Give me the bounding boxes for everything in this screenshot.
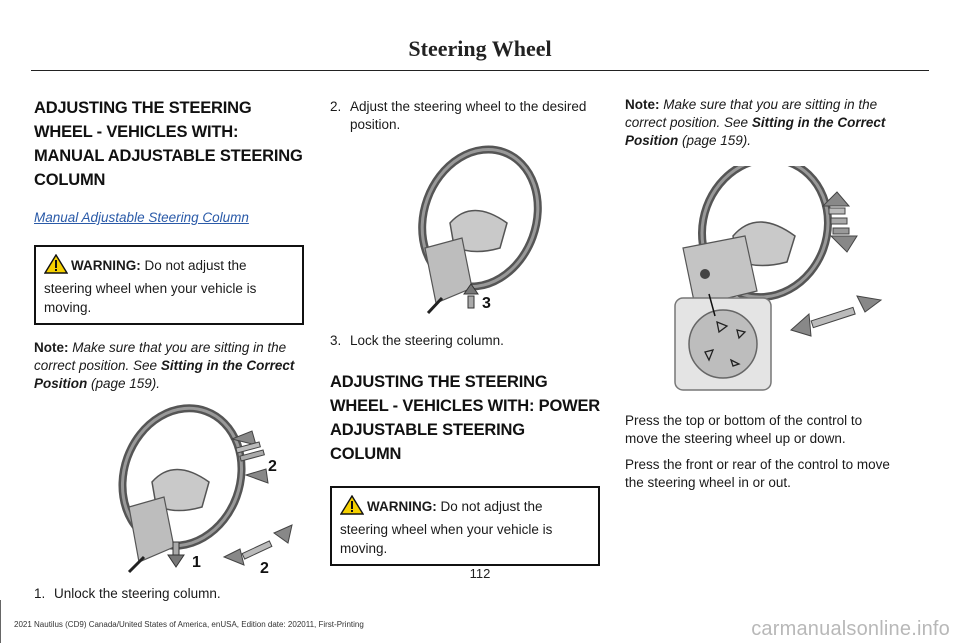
warning-box: WARNING: Do not adjust the steering whee… [34, 245, 304, 325]
warning-icon [339, 494, 365, 520]
up-down-arrow [821, 191, 858, 253]
column-1: ADJUSTING THE STEERING WHEEL - VEHICLES … [34, 96, 304, 603]
column-3: Note: Make sure that you are sitting in … [625, 96, 897, 492]
triangle-down-icon [729, 358, 741, 367]
steering-wheel-illustration [418, 145, 542, 315]
page-title: Steering Wheel [408, 36, 552, 61]
instruction-in-out: Press the front or rear of the control t… [625, 457, 890, 490]
steering-wheel-illustration [682, 166, 832, 307]
warning-text: Do not adjust the steering wheel when yo… [44, 258, 257, 315]
step-3-text: Lock the steering column. [350, 333, 504, 348]
note-label: Note: [34, 340, 69, 355]
note-text: Make sure that you are sitting in the co… [625, 97, 878, 130]
step-2-number: 2. [330, 99, 342, 114]
fig-label-2-top: 2 [268, 458, 277, 475]
warning-icon [43, 253, 69, 279]
header-divider [31, 70, 929, 71]
triangle-up-icon [716, 320, 729, 334]
step-1-number: 1. [34, 586, 46, 601]
fig-label-2-bottom: 2 [260, 560, 269, 575]
column-2: 2. Adjust the steering wheel to the desi… [330, 96, 600, 566]
step-1: 1. Unlock the steering column. [34, 585, 304, 603]
note-label: Note: [625, 97, 660, 112]
triangle-right-icon [736, 329, 747, 340]
in-out-arrow [222, 524, 293, 566]
instruction-up-down: Press the top or bottom of the control t… [625, 413, 863, 446]
page-number: 112 [469, 566, 491, 581]
seat-control-inset [674, 293, 772, 391]
note-page: (page 159). [678, 133, 752, 148]
manual-steering-figure: 2 1 2 [118, 404, 293, 575]
step-3: 3. Lock the steering column. [330, 332, 600, 350]
note-text: Make sure that you are sitting in the co… [34, 340, 287, 373]
manual-column-link[interactable]: Manual Adjustable Steering Column [34, 210, 249, 225]
step-3-number: 3. [330, 333, 342, 348]
footer-text: 2021 Nautilus (CD9) Canada/United States… [14, 620, 364, 629]
up-down-arrow [230, 430, 269, 484]
step-1-text: Unlock the steering column. [54, 586, 221, 601]
section-heading-power: ADJUSTING THE STEERING WHEEL - VEHICLES … [330, 373, 601, 463]
note-reference[interactable]: Sitting in the Correct Position [34, 358, 295, 391]
fig-label-3: 3 [482, 295, 491, 312]
note-paragraph: Note: Make sure that you are sitting in … [34, 339, 304, 393]
fig-label-1: 1 [192, 554, 201, 571]
warning-text: Do not adjust the steering wheel when yo… [340, 499, 553, 556]
page-edge-left [0, 600, 1, 643]
lock-steering-figure: 3 [418, 145, 542, 315]
note-page: (page 159). [87, 376, 161, 391]
watermark: carmanualsonline.info [751, 618, 950, 640]
step-2: 2. Adjust the steering wheel to the desi… [330, 98, 600, 134]
warning-box-power: WARNING: Do not adjust the steering whee… [330, 486, 600, 566]
section-heading-manual: ADJUSTING THE STEERING WHEEL - VEHICLES … [34, 99, 303, 189]
note-paragraph-power: Note: Make sure that you are sitting in … [625, 96, 897, 150]
note-reference[interactable]: Sitting in the Correct Position [625, 115, 886, 148]
triangle-left-icon [704, 349, 715, 362]
step-2-text: Adjust the steering wheel to the desired… [350, 99, 587, 132]
lever-arrow [167, 541, 185, 568]
steering-wheel-illustration [118, 404, 246, 574]
warning-label: WARNING: [71, 258, 141, 273]
warning-label: WARNING: [367, 499, 437, 514]
lock-arrow [463, 283, 479, 309]
in-out-arrow [789, 295, 883, 337]
power-steering-figure [674, 166, 883, 391]
